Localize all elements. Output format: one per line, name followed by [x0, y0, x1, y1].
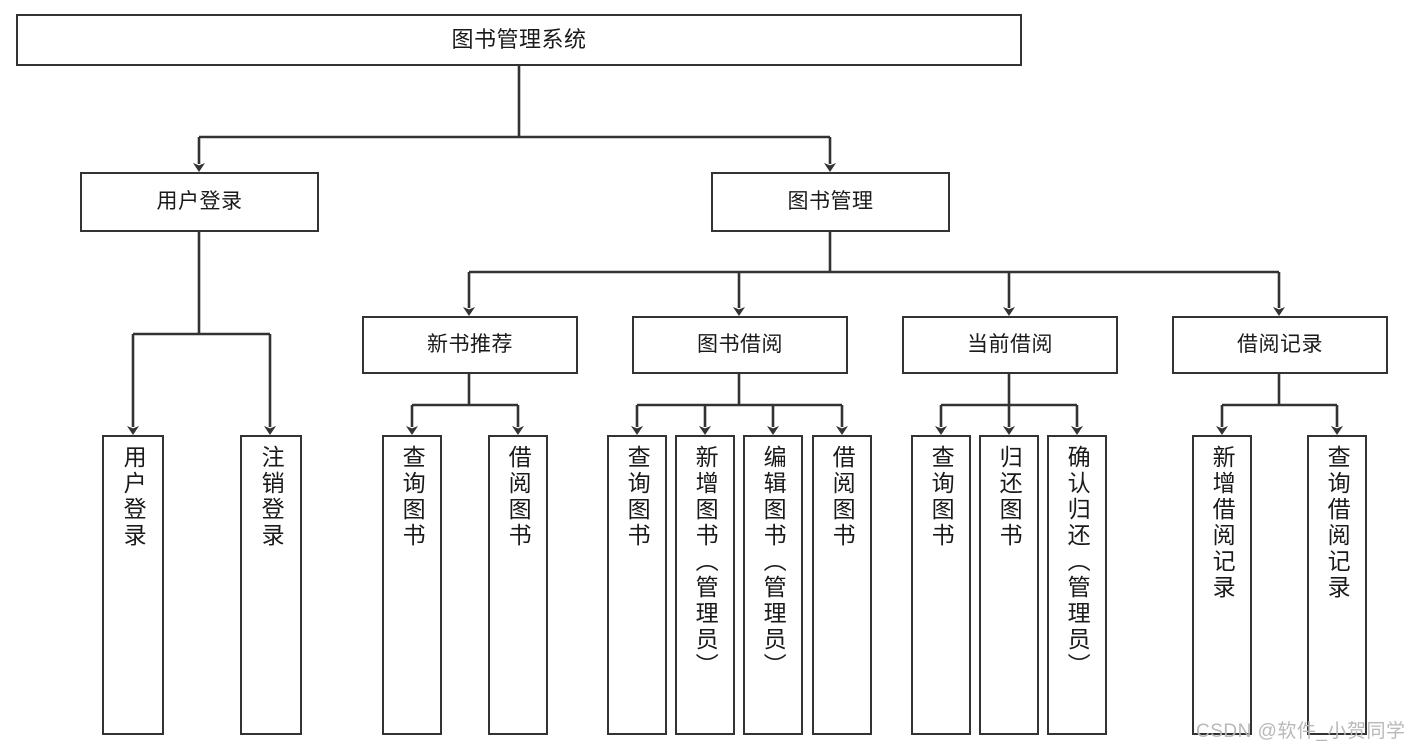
node-leaf-query-book-3-label: 查询图书	[928, 445, 955, 549]
node-book-manage[interactable]: 图书管理	[711, 172, 950, 232]
node-leaf-query-record-label: 查询借阅记录	[1324, 445, 1351, 601]
node-leaf-borrow-book-1[interactable]: 借阅图书	[488, 435, 548, 735]
node-leaf-add-book[interactable]: 新增图书（管理员）	[675, 435, 735, 735]
node-user-login[interactable]: 用户登录	[80, 172, 319, 232]
node-leaf-logout-label: 注销登录	[258, 445, 285, 549]
node-leaf-query-book-1-label: 查询图书	[399, 445, 426, 549]
node-leaf-edit-book[interactable]: 编辑图书（管理员）	[743, 435, 803, 735]
node-leaf-edit-book-label: 编辑图书（管理员）	[760, 445, 787, 679]
node-leaf-user-login-label: 用户登录	[120, 445, 147, 549]
node-leaf-logout[interactable]: 注销登录	[240, 435, 302, 735]
node-borrow-record-label: 借阅记录	[1237, 332, 1323, 356]
node-leaf-user-login[interactable]: 用户登录	[102, 435, 164, 735]
node-leaf-query-book-2[interactable]: 查询图书	[607, 435, 667, 735]
watermark: CSDN @软件_小贺同学	[1196, 721, 1405, 742]
node-leaf-add-book-label: 新增图书（管理员）	[692, 445, 719, 679]
node-leaf-confirm-return[interactable]: 确认归还（管理员）	[1047, 435, 1107, 735]
node-new-book-recommend-label: 新书推荐	[427, 332, 513, 356]
node-new-book-recommend[interactable]: 新书推荐	[362, 316, 578, 374]
node-leaf-confirm-return-label: 确认归还（管理员）	[1064, 445, 1091, 679]
node-borrow-record[interactable]: 借阅记录	[1172, 316, 1388, 374]
node-leaf-add-record-label: 新增借阅记录	[1209, 445, 1236, 601]
node-leaf-query-book-1[interactable]: 查询图书	[382, 435, 442, 735]
node-user-login-label: 用户登录	[156, 189, 243, 213]
node-leaf-query-record[interactable]: 查询借阅记录	[1307, 435, 1367, 735]
node-leaf-add-record[interactable]: 新增借阅记录	[1192, 435, 1252, 735]
node-leaf-borrow-book-2-label: 借阅图书	[829, 445, 856, 549]
node-book-borrow-label: 图书借阅	[697, 332, 783, 356]
node-book-borrow[interactable]: 图书借阅	[632, 316, 848, 374]
node-current-borrow[interactable]: 当前借阅	[902, 316, 1118, 374]
node-current-borrow-label: 当前借阅	[967, 332, 1053, 356]
node-leaf-query-book-2-label: 查询图书	[624, 445, 651, 549]
node-book-manage-label: 图书管理	[787, 189, 874, 213]
node-root-label: 图书管理系统	[451, 27, 587, 53]
node-root[interactable]: 图书管理系统	[16, 14, 1022, 66]
node-leaf-return-book-label: 归还图书	[996, 445, 1023, 549]
node-leaf-return-book[interactable]: 归还图书	[979, 435, 1039, 735]
node-leaf-borrow-book-2[interactable]: 借阅图书	[812, 435, 872, 735]
node-leaf-query-book-3[interactable]: 查询图书	[911, 435, 971, 735]
node-leaf-borrow-book-1-label: 借阅图书	[505, 445, 532, 549]
